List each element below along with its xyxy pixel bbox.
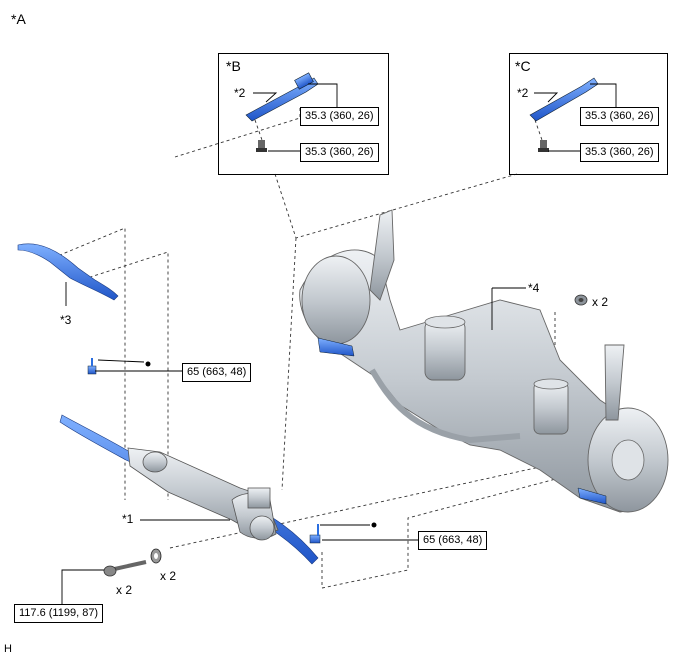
callout-crossmember: *4 [528,281,540,295]
callout-steering-rack: *1 [122,512,134,526]
inset-c-frame [509,53,668,175]
inset-b-torque-top: 35.3 (360, 26) [300,107,379,126]
torque-rack-bolt: 117.6 (1199, 87) [14,604,104,623]
crossmember-nut [574,294,588,306]
inset-b-torque-bottom: 35.3 (360, 26) [300,143,379,162]
inset-b-frame [218,53,389,175]
front-suspension-crossmember [299,209,669,513]
inset-c-bolt [538,140,549,152]
washer-quantity: x 2 [160,569,177,583]
inset-b-bolt [256,140,267,152]
nut-quantity: x 2 [592,295,609,309]
leader-lines [61,83,617,604]
washer [150,548,162,564]
torque-tie-rod-nut-right: 65 (663, 48) [418,531,488,550]
inset-c-part-label: *2 [517,86,529,100]
tie-rod-cover [17,243,119,301]
cotter-pin-dot-left [145,361,151,367]
tie-rod-nut-left [87,358,97,375]
figure-code: H [4,643,12,655]
inset-b-label: *B [226,58,241,74]
inset-c-label: *C [515,58,531,74]
callout-tie-rod-cover: *3 [60,313,72,327]
torque-tie-rod-nut-left: 65 (663, 48) [182,363,252,382]
cotter-pin-dot-right [371,522,377,528]
rack-mounting-bolt [103,560,147,577]
inset-c-torque-bottom: 35.3 (360, 26) [580,143,659,162]
inset-c-torque-top: 35.3 (360, 26) [580,107,659,126]
bolt-quantity: x 2 [116,583,133,597]
steering-rack-assembly [59,414,321,565]
inset-b-part-label: *2 [234,86,246,100]
view-label: *A [11,11,26,27]
